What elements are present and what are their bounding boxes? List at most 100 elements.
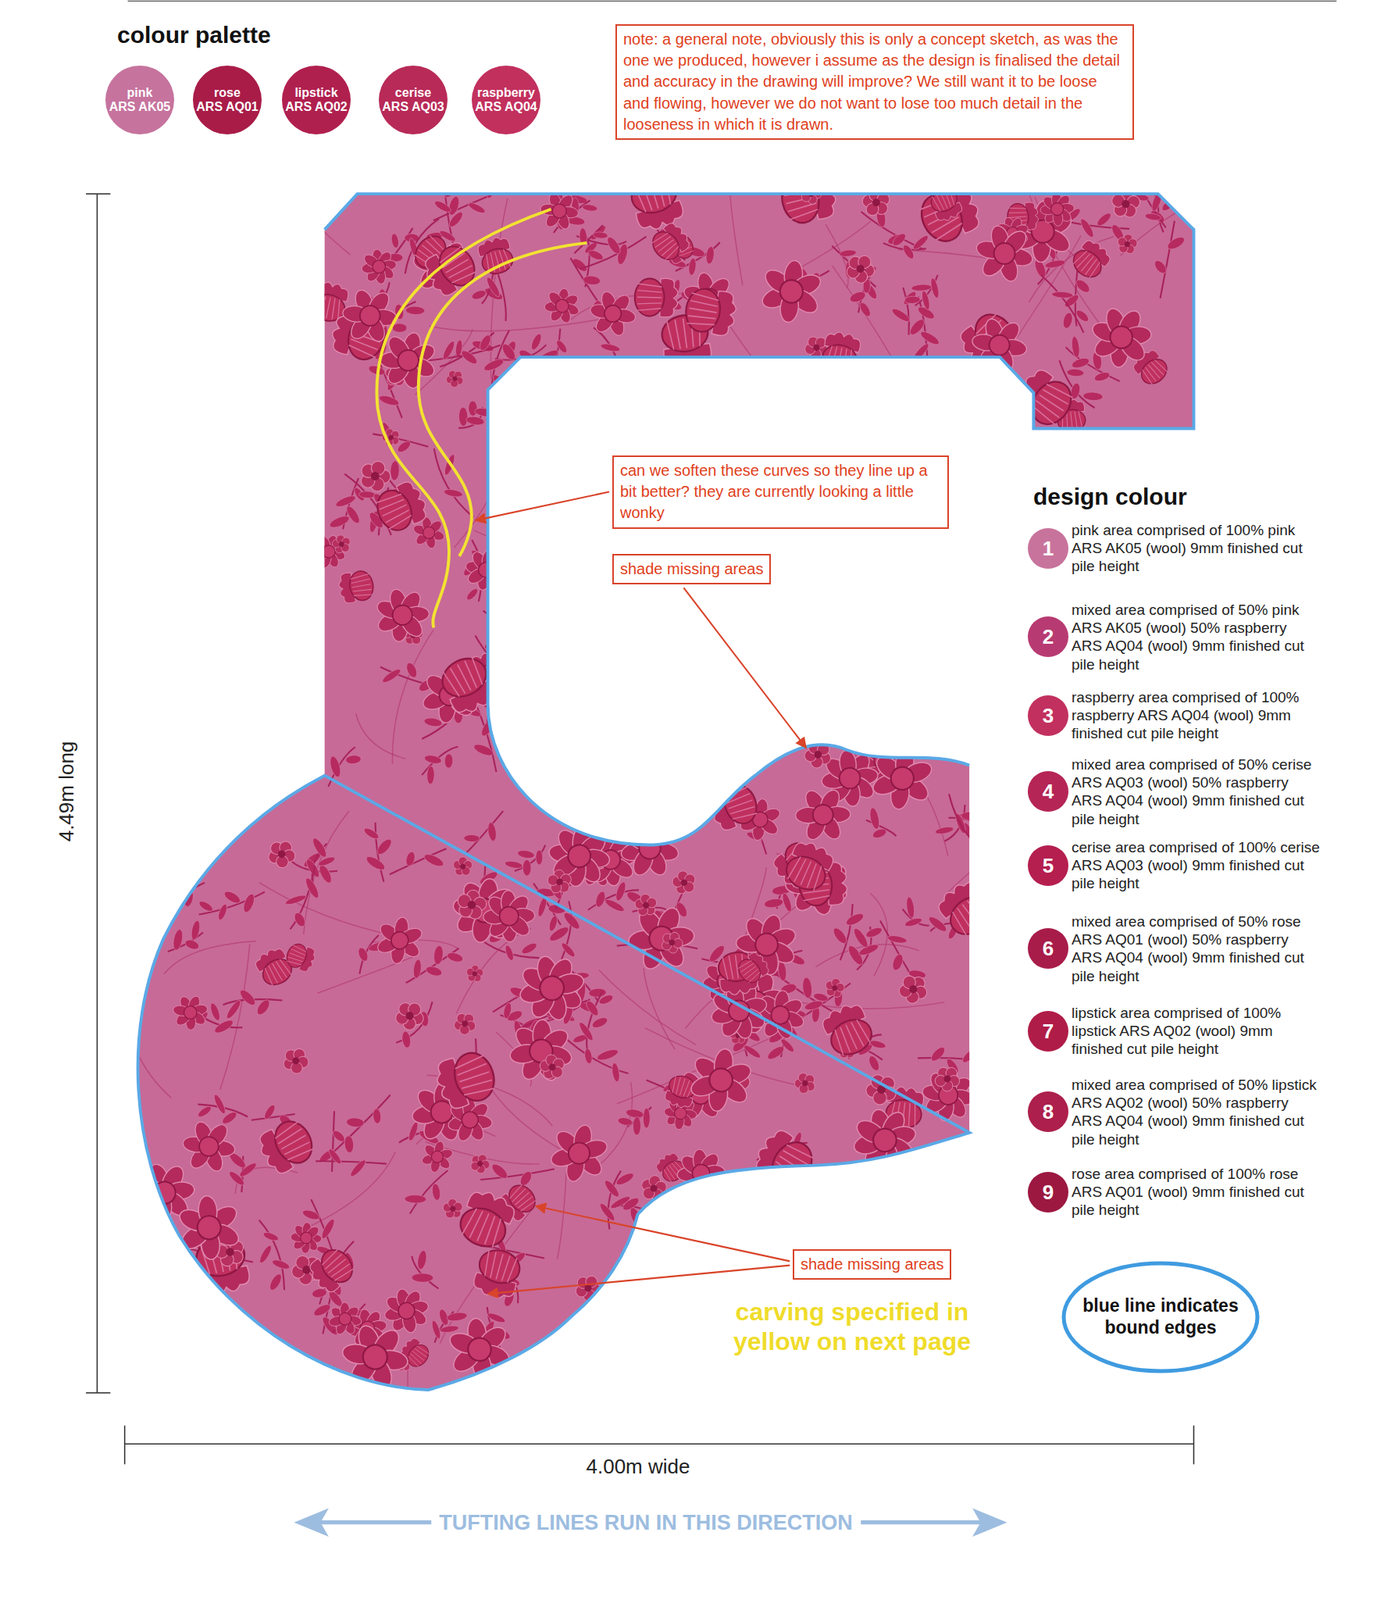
cup-line: [663, 246, 681, 260]
leaf: [464, 586, 480, 602]
lattice-line: [599, 969, 696, 1045]
leaf: [154, 905, 165, 922]
cup-line: [794, 858, 806, 883]
leaf: [910, 341, 931, 363]
flower-centre: [834, 763, 864, 792]
flower-centre: [1123, 241, 1131, 248]
swatch-name: pink: [127, 85, 154, 100]
leaf: [310, 1287, 328, 1299]
circle-fill: [378, 65, 448, 135]
flower-cup: [435, 651, 493, 704]
leaf: [345, 754, 362, 765]
leaf: [442, 180, 461, 200]
leaf: [458, 406, 468, 427]
cup-line: [1070, 411, 1073, 430]
leaf: [212, 1092, 228, 1115]
leaf: [317, 863, 335, 885]
cup-line: [1141, 369, 1155, 385]
leaf: [584, 998, 601, 1018]
colour-key: 1pink area comprised of 100% pink ARS AK…: [1027, 527, 1069, 569]
leaf: [968, 813, 989, 830]
leaf: [472, 741, 496, 758]
leaf: [547, 914, 559, 932]
cup-line: [284, 1140, 310, 1156]
leaf: [267, 1271, 285, 1292]
flower-centre: [649, 1183, 659, 1193]
flower: [784, 776, 861, 853]
leaf: [374, 836, 395, 857]
flower-cup: [267, 1114, 320, 1170]
leaf: [868, 806, 881, 831]
cup-line: [424, 240, 443, 256]
flower-cup: [781, 850, 831, 896]
rug-bound-edge: [138, 193, 1195, 1390]
flower-centre: [812, 342, 821, 352]
circle-fill: [1027, 1171, 1069, 1213]
flower-centre: [668, 938, 676, 946]
cup-line: [686, 320, 715, 329]
leaf: [196, 1104, 213, 1120]
leaf: [851, 926, 871, 949]
flower-centre: [870, 1125, 899, 1154]
flower: [453, 1185, 518, 1253]
leaf: [960, 810, 982, 821]
flower: [706, 780, 762, 834]
cup-line: [1039, 395, 1064, 411]
leaf: [465, 415, 486, 427]
leaf: [208, 1001, 222, 1021]
cup-line: [683, 1079, 690, 1097]
leaf: [345, 1116, 365, 1128]
cup-line: [651, 231, 668, 245]
leaf: [1094, 210, 1113, 229]
flower: [278, 1041, 314, 1079]
leaf: [362, 825, 381, 841]
flower: [667, 865, 702, 899]
leaf: [502, 1002, 513, 1020]
circle-fill: [1027, 527, 1069, 569]
leaf: [533, 373, 552, 388]
flower-centre: [192, 1210, 226, 1244]
flower: [507, 943, 597, 1033]
flower: [583, 284, 642, 343]
flower: [337, 568, 376, 604]
leaf: [973, 1057, 993, 1079]
flower-cup: [403, 1340, 433, 1370]
lattice-line: [557, 1171, 568, 1259]
flower-centre: [466, 1335, 493, 1363]
leaf: [645, 1212, 659, 1231]
flower-centre: [776, 276, 806, 307]
flower: [781, 837, 838, 896]
leaf: [510, 624, 521, 644]
circle-fill: [1027, 1010, 1069, 1052]
cup-line: [450, 666, 466, 694]
lattice-line: [356, 713, 407, 759]
flower: [495, 1005, 587, 1097]
flower-centre: [198, 1135, 221, 1158]
colour-description: rose area comprised of 100% rose ARS AQ0…: [1071, 1164, 1320, 1220]
leaf: [489, 682, 510, 699]
cup-line: [774, 1161, 801, 1179]
callout-number: 1: [1042, 538, 1054, 559]
flower-centre: [404, 1010, 415, 1021]
legend-ellipse: blue line indicates bound edges: [1061, 1260, 1260, 1374]
cup-line: [847, 349, 855, 372]
leaf: [890, 306, 912, 324]
flower: [928, 1060, 967, 1098]
leaf: [468, 400, 478, 417]
flower-cup: [647, 226, 685, 265]
cup-line: [449, 263, 473, 279]
leaf: [595, 1047, 620, 1063]
cup-line: [782, 180, 813, 191]
callout-number: 4: [1042, 781, 1054, 802]
cup-line: [457, 664, 471, 691]
flower-centre: [459, 862, 468, 871]
cup-line: [936, 194, 945, 211]
leaf: [334, 493, 357, 510]
leaf: [284, 893, 307, 906]
lattice-line: [727, 153, 743, 286]
cup-line: [907, 1102, 912, 1126]
flower: [443, 1313, 516, 1385]
flower: [913, 179, 986, 250]
flower: [541, 285, 583, 327]
leaf: [222, 888, 243, 906]
